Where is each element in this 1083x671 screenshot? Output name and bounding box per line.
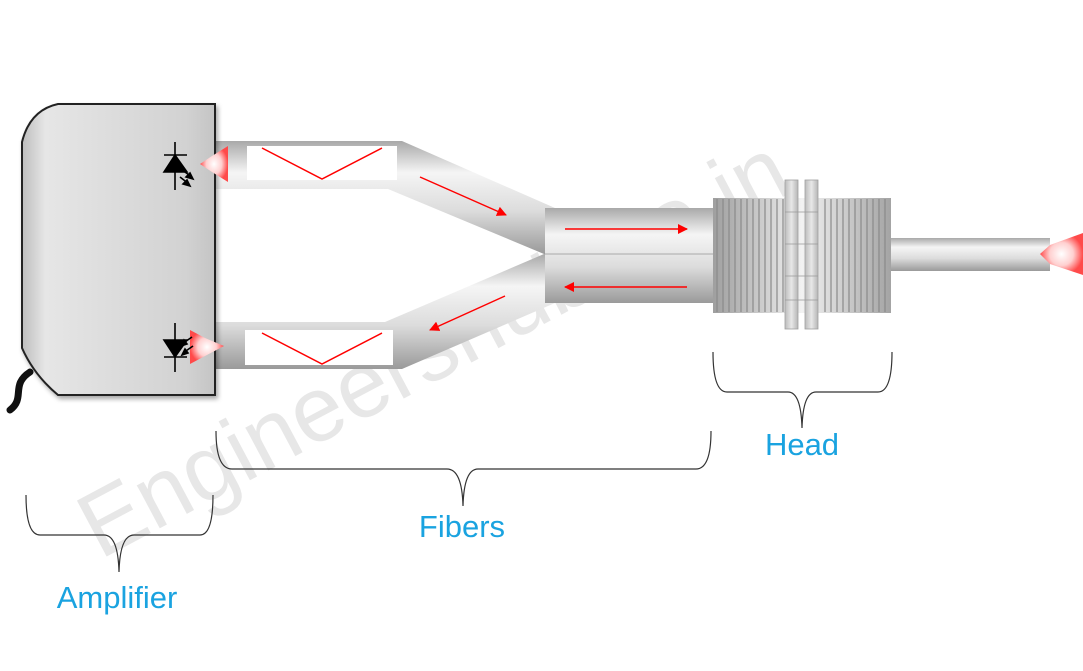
amplifier-body: [21, 103, 216, 396]
thread-lines: [716, 199, 886, 312]
lower-reflection-path: [261, 332, 383, 365]
fibers-label: Fibers: [419, 509, 505, 544]
fibers-brace: [215, 430, 712, 507]
arrow-upper-diagonal: [419, 176, 507, 216]
head-nut-left: [784, 179, 799, 330]
led-emitter-icon: [162, 142, 195, 190]
amplifier-brace: [25, 494, 214, 573]
upper-core: [247, 146, 397, 180]
receiver-glow: [190, 330, 224, 364]
amplifier-label: Amplifier: [57, 580, 178, 615]
combined-fiber: [545, 208, 715, 303]
arrow-lower-diagonal: [429, 295, 506, 331]
lower-core: [245, 330, 393, 365]
amplifier-cable: [6, 368, 34, 414]
head-brace: [712, 351, 893, 429]
light-arrows: [419, 176, 688, 331]
photodiode-receiver-icon: [162, 323, 194, 372]
head-thread: [713, 198, 891, 313]
head-nut-right: [804, 179, 819, 330]
sensor-head: [713, 179, 1083, 330]
emitter-glow: [200, 146, 228, 182]
head-tip-light: [1040, 233, 1083, 275]
head-rod: [890, 238, 1050, 271]
head-label: Head: [765, 427, 839, 462]
upper-reflection-path: [261, 147, 383, 180]
